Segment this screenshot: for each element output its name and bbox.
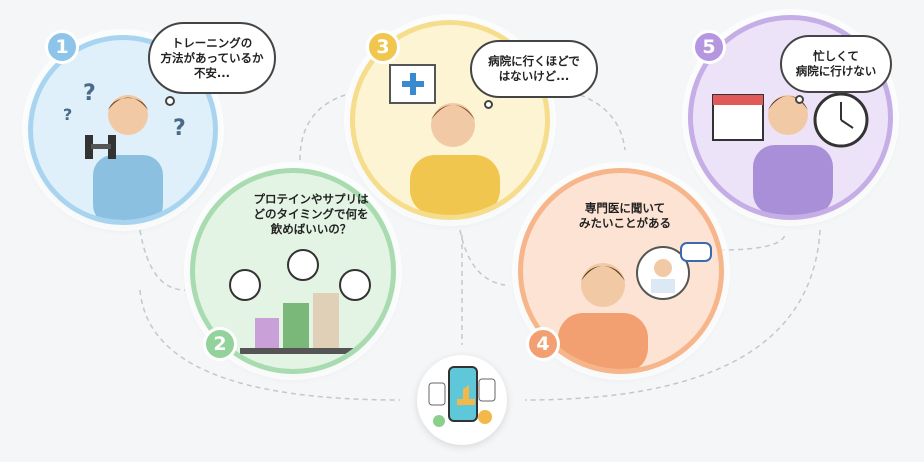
busy-person-illustration [712,92,869,215]
smartphone-app-icon [428,366,496,427]
arrow-3-4 [459,229,506,286]
table-icon [240,348,360,354]
step-badge-4: 4 [526,327,560,361]
bubble-text-line: プロテインやサプリは [253,191,369,206]
supplement-bottle-icon [255,318,279,348]
checklist-card-icon [428,382,446,406]
profile-card-icon [478,378,496,402]
bubble-text-line: 専門医に聞いて [584,201,666,215]
bubble-text-line: 方法があっているか [160,50,264,65]
step-badge-1: 1 [45,30,79,64]
thumbs-up-icon [457,385,475,405]
step-badge-3: 3 [366,30,400,64]
scene-1-training-worry: ? ? ? [28,35,218,225]
like-badge-icon [478,410,492,424]
question-mark-icon: ? [63,105,72,124]
thought-bubble-1: トレーニングの 方法があっているか 不安... [148,22,276,94]
bubble-text-line: 不安... [193,65,231,80]
bubble-text-line: どのタイミングで何を [253,206,369,221]
step-badge-5: 5 [692,30,726,64]
center-app-hub [417,355,507,445]
bubble-text-line: みたいことがある [579,216,671,230]
arrow-5-center [524,229,821,401]
question-mark-icon: ? [173,116,186,141]
scene-2-supplement-timing [190,168,396,374]
arrow-1-center [139,289,401,401]
protein-tub-icon [283,303,309,348]
arrow-3-4b [579,94,626,151]
arrow-4-5 [719,234,786,251]
arrow-2-3 [299,94,346,161]
bubble-text-line: 病院に行くほどで [488,54,580,68]
thought-text-4: 専門医に聞いて みたいことがある [560,196,690,236]
person-holding-head-illustration [389,64,500,215]
dumbbell-badge-icon [433,415,445,427]
arrow-1-2 [139,229,186,291]
bubble-text-line: 忙しくて [813,49,859,63]
bubble-text-line: 飲めばいいの？ [270,221,352,236]
dumbbell-icon [85,135,93,159]
clock-icon [287,249,319,281]
clock-icon [339,269,371,301]
shaker-bottle-icon [313,293,339,348]
thought-bubble-5: 忙しくて 病院に行けない [780,35,892,93]
bubble-text-line: 病院に行けない [795,64,877,78]
step-badge-2: 2 [203,327,237,361]
person-and-doctor-illustration [558,242,712,369]
clocks-and-supplements-illustration [229,249,371,354]
bubble-text-line: トレーニングの [171,35,253,50]
person-with-dumbbell-illustration: ? ? ? [63,81,186,220]
thought-text-2: プロテインやサプリは どのタイミングで何を 飲めばいいの？ [226,186,396,242]
clock-icon [229,269,261,301]
bubble-text-line: はないけど... [498,69,570,83]
question-mark-icon: ? [83,81,96,106]
thought-bubble-3: 病院に行くほどで はないけど... [470,40,598,98]
